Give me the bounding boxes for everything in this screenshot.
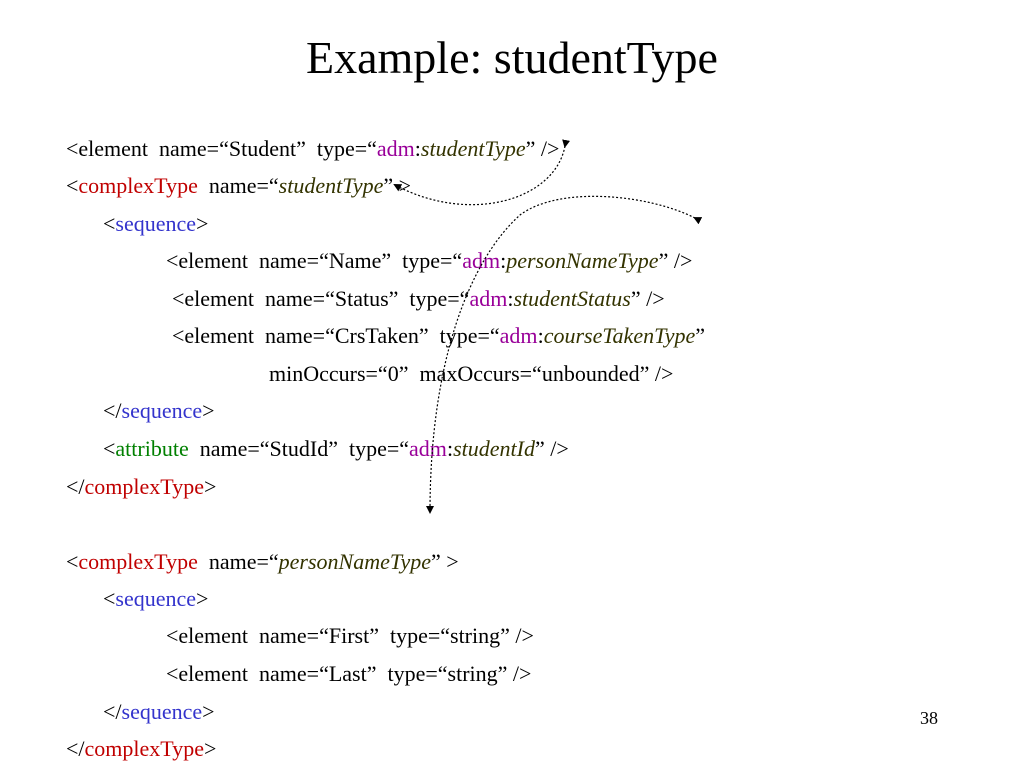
keyword-complextype: complexType <box>78 549 198 574</box>
keyword-sequence: sequence <box>115 586 197 611</box>
code-text: > <box>203 474 217 499</box>
code-text: > <box>203 736 217 761</box>
code-line-complextype-close: </complexType> <box>55 710 216 762</box>
code-text: ” > <box>431 549 459 574</box>
keyword-complextype: complexType <box>84 474 204 499</box>
code-text: </ <box>66 736 85 761</box>
code-text: </ <box>103 398 122 423</box>
code-line-sequence-open: <sequence> <box>92 560 208 612</box>
code-line-sequence-close: </sequence> <box>92 673 215 725</box>
code-text: < <box>66 173 79 198</box>
code-text: <element name=“Last” type=“string” /> <box>166 661 532 686</box>
code-text: < <box>103 586 116 611</box>
code-text: </ <box>66 474 85 499</box>
code-text: < <box>103 436 116 461</box>
code-text: <element name=“First” type=“string” /> <box>166 623 534 648</box>
code-text: </ <box>103 699 122 724</box>
type-name: studentType <box>278 173 384 198</box>
arrow-personnametype-reference <box>426 195 703 514</box>
code-text: < <box>66 549 79 574</box>
code-line-element-last: <element name=“Last” type=“string” /> <box>155 635 531 687</box>
code-text: > <box>202 398 215 423</box>
keyword-sequence: sequence <box>121 699 203 724</box>
code-text: > <box>196 586 209 611</box>
keyword-complextype: complexType <box>84 736 204 761</box>
keyword-complextype: complexType <box>78 173 198 198</box>
keyword-sequence: sequence <box>121 398 203 423</box>
code-text: > <box>196 211 209 236</box>
code-line-complextype-close: </complexType> <box>55 448 216 500</box>
code-line-complextype-studenttype: <complexType name=“studentType” > <box>55 147 411 199</box>
code-text: name=“ <box>197 549 279 574</box>
code-line-complextype-personnametype: <complexType name=“personNameType” > <box>55 523 459 575</box>
code-text: > <box>202 699 215 724</box>
slide-title: Example: studentType <box>306 32 718 83</box>
code-text: <element name=“Student” type=“ <box>66 136 377 161</box>
keyword-sequence: sequence <box>115 211 197 236</box>
keyword-attribute: attribute <box>115 436 189 461</box>
code-line-sequence-open: <sequence> <box>92 185 208 237</box>
type-name: personNameType <box>278 549 432 574</box>
code-line-element-first: <element name=“First” type=“string” /> <box>155 597 534 649</box>
code-line-sequence-close: </sequence> <box>92 372 215 424</box>
code-text: name=“ <box>197 173 279 198</box>
page-number: 38 <box>920 708 938 728</box>
code-text: < <box>103 211 116 236</box>
code-text: name=“StudId” type=“ <box>188 436 410 461</box>
arrow-studenttype-reference <box>393 139 571 206</box>
